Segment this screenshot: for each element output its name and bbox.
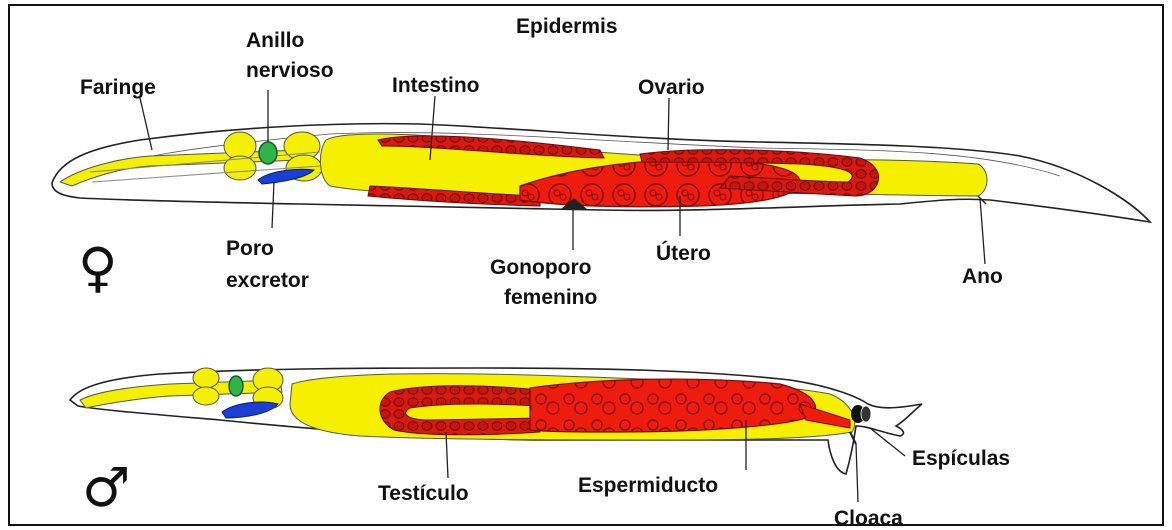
label-femenino: femenino (504, 286, 597, 309)
label-espiculas: Espículas (912, 447, 1010, 470)
label-espermiducto: Espermiducto (578, 474, 718, 497)
label-anillo: Anillo (246, 29, 304, 52)
label-testiculo: Testículo (378, 482, 469, 505)
female-nerve-ring (259, 142, 277, 164)
label-epidermis: Epidermis (516, 15, 618, 38)
male-spicules (851, 405, 871, 423)
male-nerve-ring (229, 376, 243, 396)
label-poro: Poro (226, 237, 274, 260)
male-worm (70, 368, 922, 474)
label-faringe: Faringe (80, 76, 156, 99)
label-gonoporo: Gonoporo (490, 256, 591, 279)
female-symbol-icon: ♀ (78, 236, 118, 299)
label-intestino: Intestino (392, 74, 480, 97)
label-nervioso: nervioso (246, 59, 334, 82)
male-sperm-duct (530, 379, 815, 432)
label-ano: Ano (962, 265, 1003, 288)
label-excretor: excretor (226, 269, 309, 292)
male-symbol-icon: ♂ (82, 456, 130, 519)
label-cloaca: Cloaca (834, 507, 903, 530)
label-utero: Útero (656, 241, 711, 265)
label-ovario: Ovario (638, 76, 705, 99)
female-worm (52, 124, 1150, 222)
